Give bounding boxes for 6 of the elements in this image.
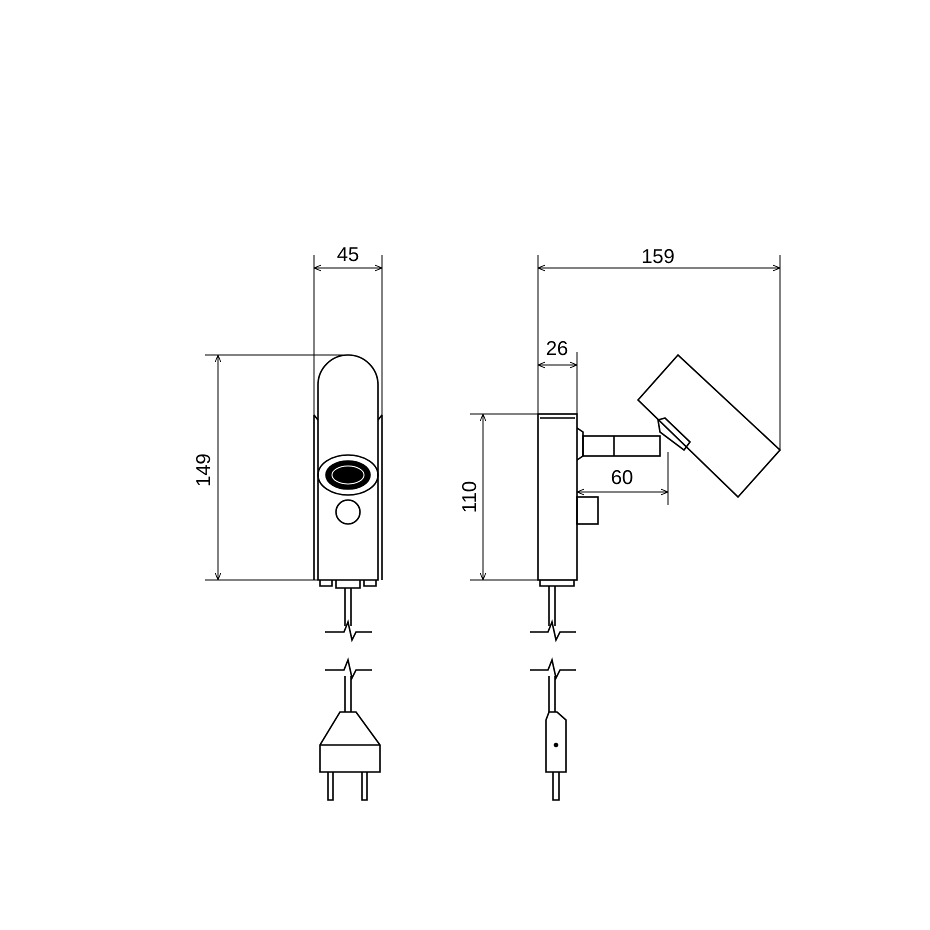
dimension-label: 60 — [610, 468, 634, 488]
dimension-label: 26 — [546, 339, 568, 359]
dimension-label: 159 — [641, 247, 675, 267]
dimension-label: 45 — [336, 245, 360, 265]
dimension-label: 110 — [460, 481, 480, 513]
dimension-label: 149 — [194, 453, 214, 487]
